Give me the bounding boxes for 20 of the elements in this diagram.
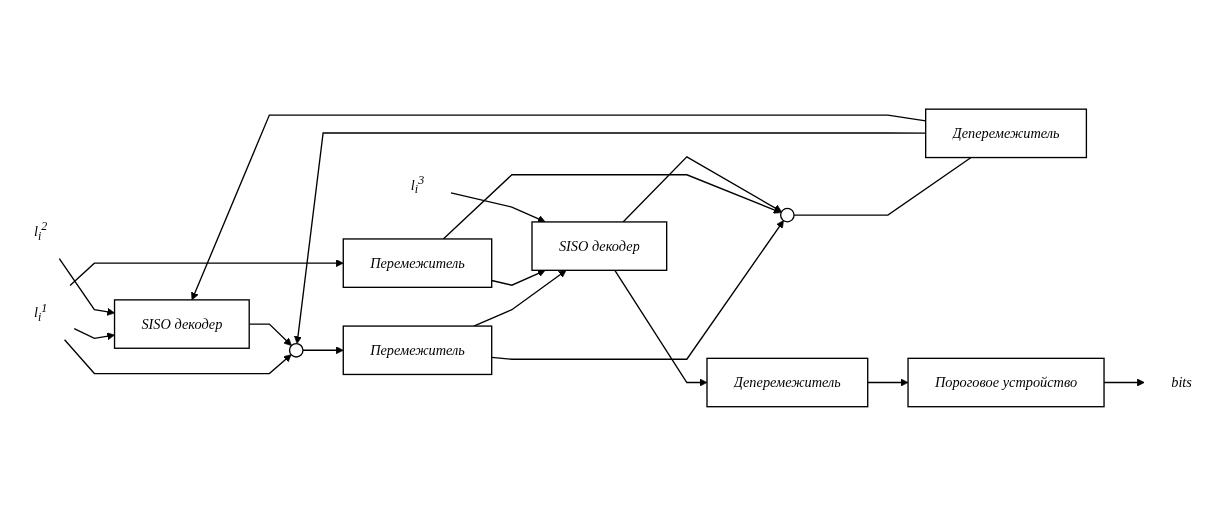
arrow: [450, 191, 546, 223]
connector: [793, 156, 972, 216]
arrow: [491, 219, 784, 360]
node-circle: [779, 207, 795, 223]
node-box: SISO декодер: [531, 220, 668, 271]
arrow: [69, 258, 344, 286]
arrow: [58, 257, 115, 316]
node-circle: [288, 342, 304, 358]
arrow: [491, 269, 546, 286]
arrow: [622, 155, 782, 223]
arrow: [73, 327, 115, 340]
node-text: bits: [1171, 374, 1192, 390]
node-box: SISO декодер: [113, 298, 250, 349]
arrow: [302, 345, 344, 354]
node-box: Перемежитель: [342, 324, 493, 375]
arrow: [614, 269, 708, 386]
node-box: Пороговое устройство: [907, 357, 1105, 407]
node-box: Перемежитель: [342, 237, 493, 288]
arrow: [63, 338, 292, 374]
arrow: [867, 378, 909, 386]
